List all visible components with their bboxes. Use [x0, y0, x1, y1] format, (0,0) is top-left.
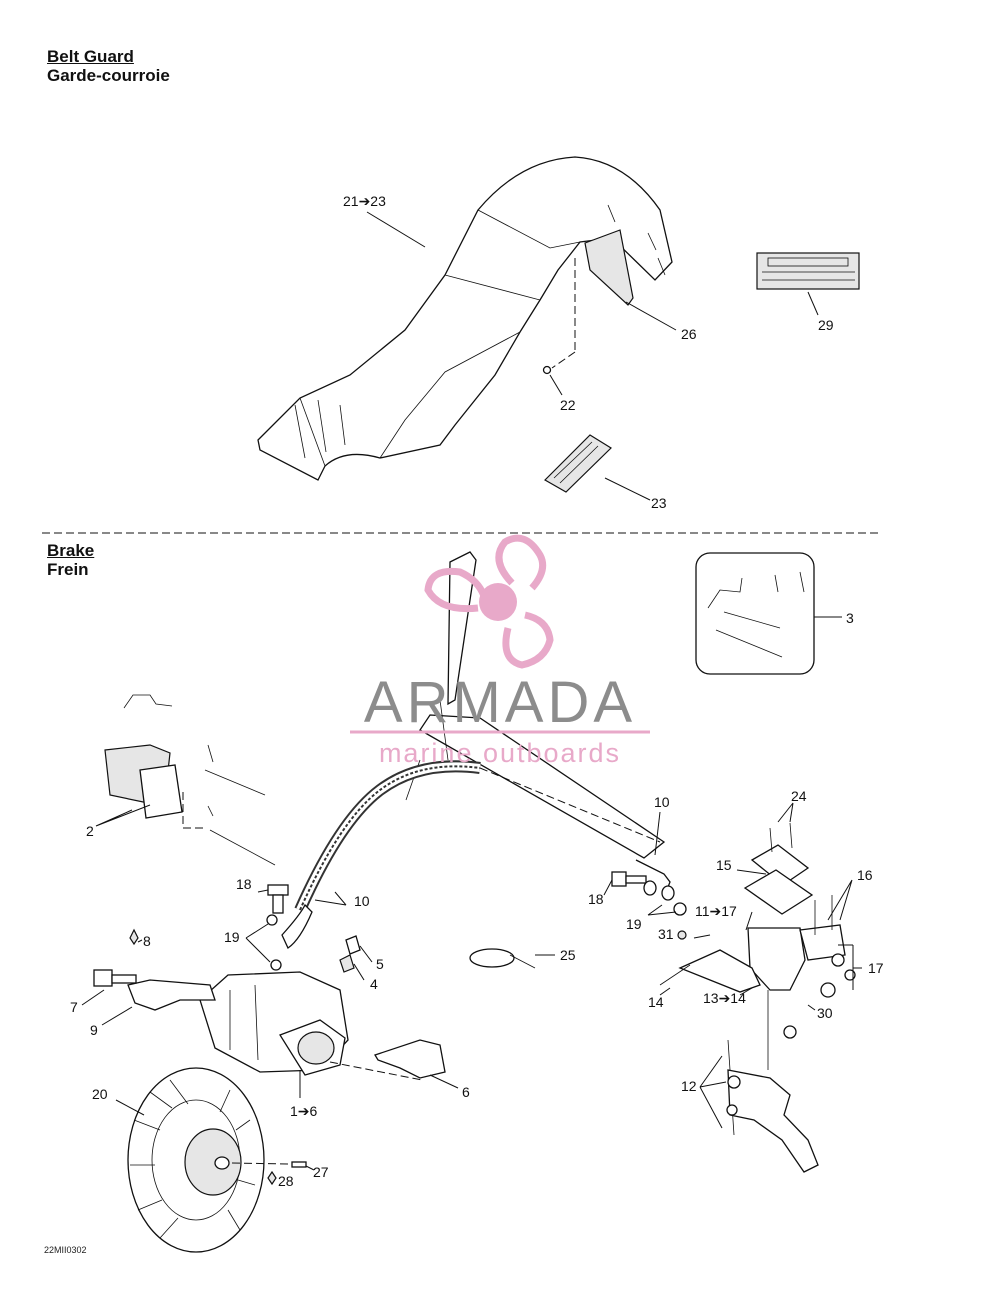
callout-29: 29 [818, 317, 834, 333]
propeller-hub [479, 583, 517, 621]
brake-lever-12 [726, 990, 819, 1173]
brake-caliper [93, 928, 446, 1079]
belt-guard-heading: Belt Guard Garde-courroie [47, 47, 170, 85]
callout-9: 9 [90, 1022, 98, 1038]
callout-14: 14 [648, 994, 664, 1010]
brake-title: Brake [47, 541, 95, 560]
callout-10-upper: 10 [654, 794, 670, 810]
belt-guard-subtitle: Garde-courroie [47, 66, 170, 85]
callout-12: 12 [681, 1078, 697, 1094]
callout-18-right: 18 [588, 891, 604, 907]
decal-23 [544, 434, 612, 493]
armada-watermark: ARMADA marine outboards [350, 534, 650, 768]
callout-17: 17 [868, 960, 884, 976]
callout-27: 27 [313, 1164, 329, 1180]
callout-15: 15 [716, 857, 732, 873]
screw-31 [677, 930, 687, 940]
brake-pads-2 [104, 694, 276, 866]
rivet-22 [542, 365, 552, 375]
banjo-bolt-18-right [611, 871, 687, 916]
propeller-logo [424, 534, 554, 669]
callout-2: 2 [86, 823, 94, 839]
leader-21-23 [366, 211, 426, 248]
callout-31: 31 [658, 926, 674, 942]
callout-8: 8 [143, 933, 151, 949]
master-cylinder [659, 822, 856, 1039]
callout-25: 25 [560, 947, 576, 963]
callout-18-left: 18 [236, 876, 252, 892]
callout-3: 3 [846, 610, 854, 626]
decal-29 [756, 252, 860, 290]
callout-23: 23 [651, 495, 667, 511]
callout-22: 22 [560, 397, 576, 413]
callout-30: 30 [817, 1005, 833, 1021]
cable-tie-25 [469, 948, 536, 969]
handlebar [405, 551, 666, 859]
callout-16: 16 [857, 867, 873, 883]
brake-subtitle: Frein [47, 560, 89, 579]
callout-24: 24 [791, 788, 807, 804]
brake-disc-20 [127, 1067, 307, 1253]
callout-28: 28 [278, 1173, 294, 1189]
callout-5: 5 [376, 956, 384, 972]
belt-guard-part [257, 156, 673, 481]
leader-26 [625, 301, 677, 331]
callout-26: 26 [681, 326, 697, 342]
callout-1-6: 1➔6 [290, 1103, 318, 1119]
callout-19-right: 19 [626, 916, 642, 932]
belt-guard-title: Belt Guard [47, 47, 134, 66]
callout-20: 20 [92, 1086, 108, 1102]
kit-3-box [695, 552, 815, 675]
diagram-code: 22MII0302 [44, 1245, 87, 1255]
watermark-tagline: marine outboards [379, 738, 621, 768]
watermark-brand: ARMADA [364, 670, 636, 735]
callout-6: 6 [462, 1084, 470, 1100]
callout-21-23: 21➔23 [343, 193, 386, 209]
brake-heading: Brake Frein [47, 541, 94, 579]
callout-11-17: 11➔17 [695, 903, 737, 919]
callout-10-lower: 10 [354, 893, 370, 909]
callout-7: 7 [70, 999, 78, 1015]
callout-13-14: 13➔14 [703, 990, 746, 1006]
callout-4: 4 [370, 976, 378, 992]
callout-19-left: 19 [224, 929, 240, 945]
